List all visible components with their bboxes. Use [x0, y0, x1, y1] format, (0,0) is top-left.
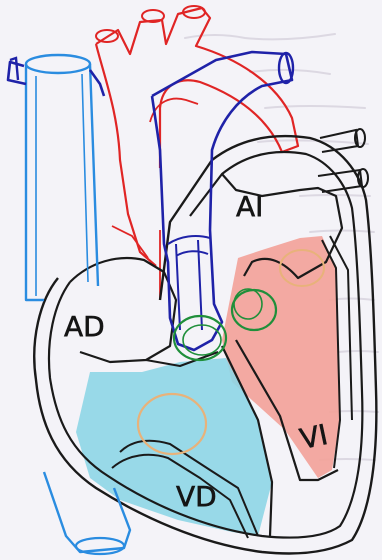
label-left-atrium: AI: [236, 190, 263, 223]
vena-cava-bottom: [76, 538, 124, 554]
vena-cava-inner: [36, 74, 88, 296]
pulmonary-valve: [174, 316, 226, 360]
label-right-atrium: AD: [64, 310, 105, 343]
label-right-ventricle: VD: [176, 480, 217, 513]
aorta-arch-inner: [150, 99, 198, 122]
vena-cava-top: [26, 55, 90, 73]
